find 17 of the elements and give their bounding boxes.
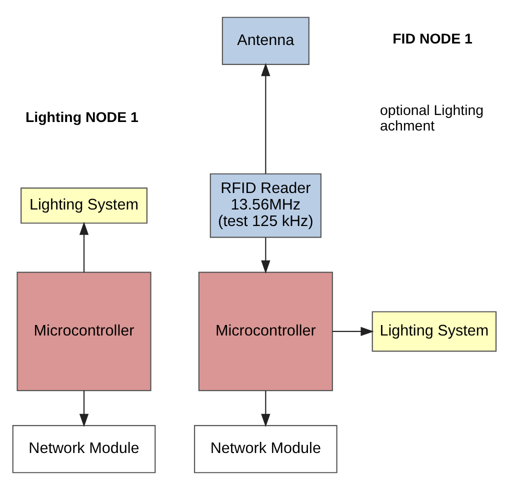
node-box: Lighting System bbox=[372, 311, 497, 352]
arrow bbox=[261, 62, 270, 174]
node-box: Microcontroller bbox=[198, 272, 333, 392]
node-box: Network Module bbox=[12, 425, 156, 474]
arrow bbox=[79, 390, 89, 427]
label: FID NODE 1 bbox=[392, 32, 472, 48]
label: optional Lighting achment bbox=[380, 103, 484, 135]
arrow bbox=[261, 238, 270, 274]
node-box: Microcontroller bbox=[16, 272, 152, 392]
arrow bbox=[332, 326, 374, 336]
node-box: Network Module bbox=[194, 425, 338, 474]
node-box: Lighting System bbox=[20, 188, 148, 224]
label: Lighting NODE 1 bbox=[25, 110, 138, 126]
node-box: RFID Reader 13.56MHz (test 125 kHz) bbox=[210, 173, 322, 238]
arrow bbox=[261, 390, 270, 427]
node-box: Antenna bbox=[222, 16, 310, 65]
arrow bbox=[79, 222, 89, 272]
